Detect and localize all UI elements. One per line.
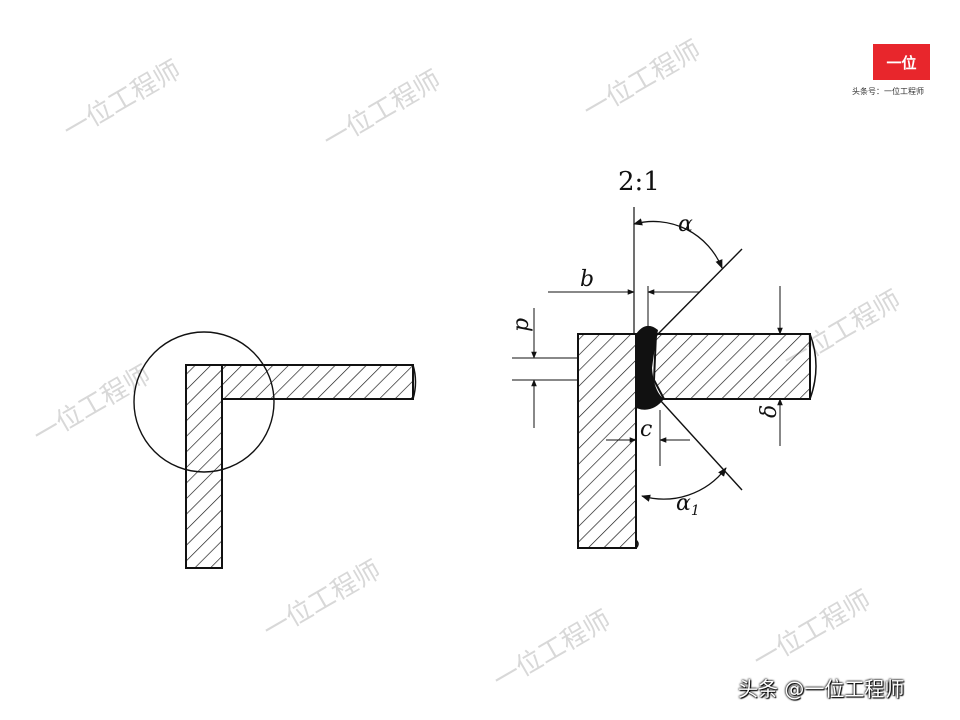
weld-bead	[636, 325, 664, 410]
label-alpha1-symbol: α	[676, 491, 691, 516]
label-delta: δ	[757, 405, 782, 418]
watermark-text: 一位工程师	[59, 55, 187, 146]
brand-logo: 一位	[873, 44, 930, 80]
watermark-text: 一位工程师	[319, 65, 447, 156]
break-line	[412, 364, 417, 400]
alpha-arc	[633, 218, 723, 269]
label-c: c	[640, 417, 652, 442]
watermark-text: 一位工程师	[29, 360, 157, 451]
footer-credit: 头条 @一位工程师	[738, 677, 905, 701]
brand-caption: 头条号：一位工程师	[852, 87, 924, 96]
scale-label: 2:1	[618, 167, 660, 197]
label-alpha: α	[678, 212, 693, 237]
corner-joint-overview	[133, 331, 417, 569]
bevel-line-bottom	[659, 399, 743, 491]
detail-horizontal-plate	[652, 333, 811, 400]
vertical-plate	[185, 364, 223, 569]
detail-vertical-plate	[577, 333, 637, 549]
label-b: b	[580, 267, 594, 292]
detail-break-line	[809, 333, 817, 400]
alpha1-arc	[641, 467, 727, 502]
watermark-text: 一位工程师	[579, 35, 707, 126]
label-p: p	[509, 318, 534, 332]
weld-detail-view: 2:1 α b	[509, 167, 817, 549]
horizontal-plate	[221, 364, 414, 400]
watermark-text: 一位工程师	[749, 585, 877, 676]
detail-bottom-break	[578, 539, 639, 549]
watermark-text: 一位工程师	[489, 605, 617, 696]
watermark-text: 一位工程师	[259, 555, 387, 646]
label-alpha1-subscript: 1	[691, 503, 700, 519]
label-alpha1: α1	[676, 491, 700, 519]
